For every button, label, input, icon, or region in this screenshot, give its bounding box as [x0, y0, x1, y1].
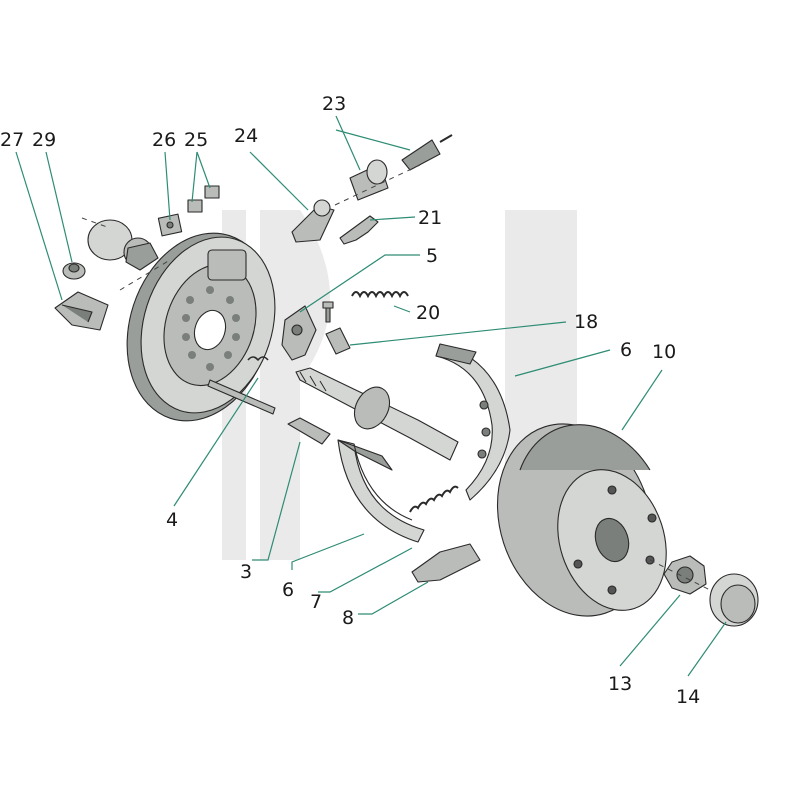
part-bolt: [322, 301, 334, 323]
part-13-axle-nut: [663, 555, 707, 595]
callout-27: 27: [0, 129, 24, 151]
part-24-lever: [291, 199, 335, 243]
callout-25: 25: [184, 129, 208, 151]
part-27-clip: [54, 291, 109, 331]
assembly-axis-line: [649, 559, 711, 591]
part-5-lever-arm: [281, 305, 317, 361]
part-7-spring: [409, 485, 459, 513]
part-bellows: [87, 219, 159, 271]
part-29-bushing: [62, 262, 86, 280]
part-14-hub-cap: [709, 573, 759, 627]
callout-24: 24: [234, 125, 258, 147]
callout-21: 21: [418, 207, 442, 229]
leader-lines: [15, 115, 727, 677]
callout-6-lower: 6: [282, 579, 294, 601]
callout-14: 14: [676, 686, 700, 708]
callout-3: 3: [240, 561, 252, 583]
callout-8: 8: [342, 607, 354, 629]
callout-29: 29: [32, 129, 56, 151]
part-6-upper-shoe: [435, 343, 511, 501]
part-23-bolt-sleeve: [349, 134, 453, 201]
callout-6-upper: 6: [620, 339, 632, 361]
callout-23: 23: [322, 93, 346, 115]
callout-5: 5: [426, 245, 438, 267]
callout-20: 20: [416, 302, 440, 324]
callout-13: 13: [608, 673, 632, 695]
assembly-axis-line: [81, 217, 111, 229]
backing-plate-vents: [182, 286, 240, 371]
part-20-spring: [351, 291, 409, 299]
callout-4: 4: [166, 509, 178, 531]
part-10-brake-drum: [496, 423, 667, 617]
part-21-bracket: [339, 215, 379, 245]
callout-7: 7: [310, 591, 322, 613]
callout-labels: 27 29 26 25 24 23 21 5 20 18 6 10 4 3 6 …: [0, 93, 700, 708]
callout-18: 18: [574, 311, 598, 333]
part-6-lower-shoe: [337, 439, 425, 543]
part-26-plate: [157, 213, 183, 237]
callout-26: 26: [152, 129, 176, 151]
part-axle-shaft: [295, 367, 459, 461]
part-8-adjuster: [411, 543, 481, 583]
callout-10: 10: [652, 341, 676, 363]
part-3-plate: [287, 417, 331, 445]
part-18-pin: [325, 327, 351, 355]
part-25-nuts: [187, 185, 220, 213]
part-4-rod: [207, 356, 276, 415]
drum-bolt-holes: [573, 485, 657, 595]
brake-backing-plate: [126, 232, 276, 422]
